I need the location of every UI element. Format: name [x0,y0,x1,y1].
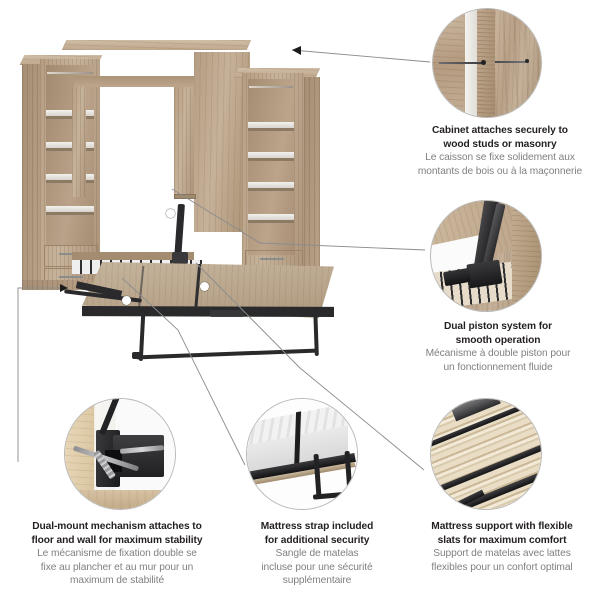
right-tower-shelf [248,122,294,128]
right-tower-shelf-edge [248,128,294,131]
left-tower-drawer-handle [59,276,83,278]
right-tower-drawer-handle [260,258,284,260]
center-cabinet-left-stile [72,87,86,197]
dual-piston-mechanism-photo [430,200,542,312]
callout-en-line1: Dual-mount mechanism attaches to [32,521,202,532]
left-tower-shelf [46,110,94,116]
left-tower-shelf-edge [46,212,94,215]
left-tower-shelf [46,142,94,148]
right-tower-interior [248,79,294,255]
cabinet-wall-anchor-photo [432,8,542,118]
bed-headboard-shadow [72,252,194,260]
flexible-slats-photo [430,398,542,510]
left-tower-shelf-edge [46,116,94,119]
callout-en-line2: floor and wall for maximum stability [31,534,203,546]
right-tower-shelf [248,182,294,188]
left-tower-drawer-handle [59,253,83,255]
callout-fr-line1: Mécanisme à double piston pour [425,348,571,360]
callout-fr-line1: Sangle de matelas [275,548,359,560]
callout-fr-line2: un fonctionnement fluide [443,361,553,373]
callout-text-mattress-support: Mattress support with flexible slats for… [404,520,600,574]
connector-dot-slats [200,282,209,291]
callout-en-line1: Mattress strap included [260,521,374,532]
callout-text-dual-piston: Dual piston system for smooth operation … [398,320,598,374]
right-tower-shelf-edge [248,220,294,223]
product-illustration [14,24,414,362]
callout-text-mattress-strap: Mattress strap included for additional s… [228,520,406,588]
bed-front-rail [82,306,334,317]
callout-fr-line3: maximum de stabilité [69,575,165,587]
left-tower-interior [46,65,94,245]
dual-mount-bracket-photo [64,398,176,510]
right-tower-shelf-edge [248,188,294,191]
left-tower-shelf [46,174,94,180]
callout-text-dual-mount: Dual-mount mechanism attaches to floor a… [4,520,230,588]
callout-fr-line2: montants de bois ou à la maçonnerie [417,165,583,177]
mattress-strap-photo [246,398,358,510]
callout-fr-line2: incluse pour une sécurité [261,561,373,573]
bed-mechanism-box [210,310,244,317]
left-tower-shelf [46,206,94,212]
left-tower-shelf-edge [46,148,94,151]
callout-en-line1: Cabinet attaches securely to [432,125,568,136]
callout-fr-line2: flexibles pour un confort optimal [431,561,573,573]
piston-bracket [172,252,188,264]
callout-en-line2: for additional security [264,534,370,546]
callout-fr-line3: supplémentaire [282,575,352,587]
callout-en-line2: wood studs or masonry [443,138,557,150]
left-tower-shelf-edge [46,180,94,183]
left-tower-side [22,64,40,280]
callout-fr-line1: Le mécanisme de fixation double se [37,548,197,560]
bed-leg-crossbar [135,348,319,360]
callout-fr-line2: fixe au plancher et au mur pour un [40,561,194,573]
connector-dot-dual-mount [122,296,131,305]
callout-en-line1: Dual piston system for [443,321,553,332]
center-cabinet-right-stile [174,87,194,197]
callout-text-cabinet-attachment: Cabinet attaches securely to wood studs … [400,124,600,178]
callout-en-line2: slats for maximum comfort [437,534,567,546]
connector-dot-piston [166,209,175,218]
left-tower-hanging-rod [47,72,93,74]
bed-leg-foot [132,352,143,359]
right-tower-shelf [248,152,294,158]
right-tower-side [304,77,320,285]
center-cabinet-latch [174,194,196,199]
right-tower-shelf-edge [248,158,294,161]
callout-fr-line1: Support de matelas avec lattes [433,548,571,560]
callout-fr-line1: Le caisson se fixe solidement aux [425,152,575,164]
callout-en-line1: Mattress support with flexible [431,521,573,532]
callout-en-line2: smooth operation [455,334,541,346]
center-cabinet-header-shadow [74,76,248,87]
right-tower-hanging-rod [249,86,293,88]
